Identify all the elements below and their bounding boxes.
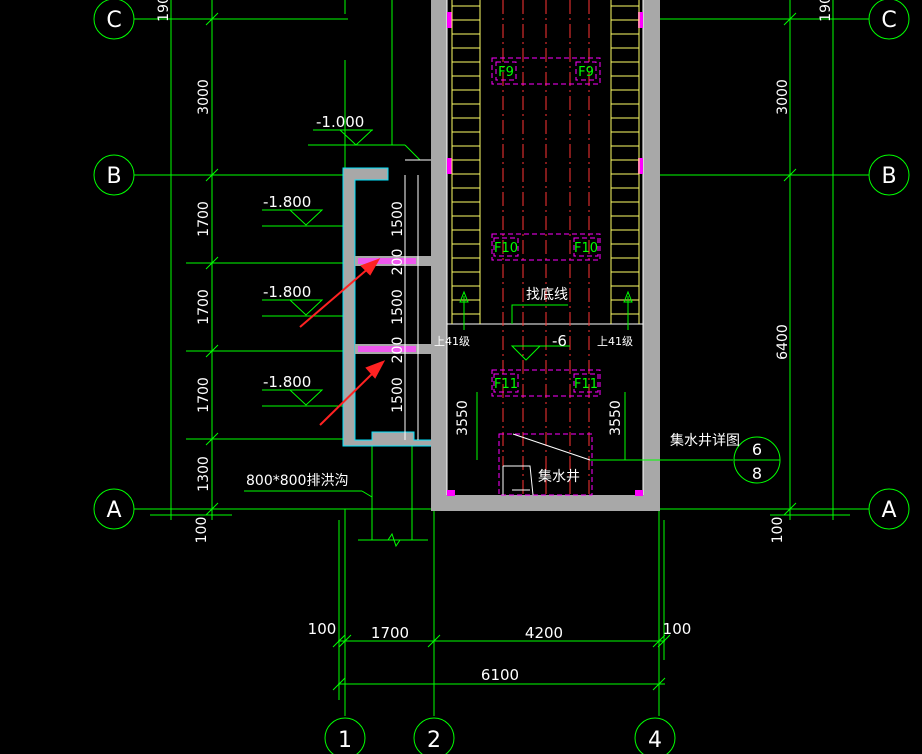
dim-bottom-6100: 6100 (481, 666, 519, 684)
dim-bottom-100-left: 100 (308, 620, 337, 638)
label-f9-left: F9 (498, 65, 514, 80)
elevation-triangles (288, 129, 374, 406)
label-sump-detail: 集水井详图 (670, 432, 740, 449)
elev-minus-1800-b: -1.800 (263, 283, 311, 301)
elev-pit-bottom: -6 (552, 332, 567, 350)
dim-bottom-100-right: 100 (663, 620, 692, 638)
axis-label-4: 4 (648, 728, 662, 753)
label-sump: 集水井 (538, 468, 580, 485)
red-centerlines (502, 0, 590, 495)
label-detail-num: 6 (752, 440, 762, 459)
step-arrows (459, 290, 633, 330)
dim-left-1700b: 1700 (196, 289, 212, 325)
axis-bubble-c-right (868, 0, 910, 40)
axis-bubble-1 (324, 717, 366, 754)
dim-left-100: 100 (194, 517, 210, 544)
elev-minus-1000: -1.000 (316, 113, 364, 131)
label-f10-right: F10 (574, 241, 598, 256)
stair-dim-1500-a: 1500 (390, 201, 406, 237)
label-drainage: 800*800排洪沟 (246, 473, 348, 489)
axis-label-2: 2 (427, 728, 441, 753)
axis-label-c-right: C (881, 8, 896, 33)
dim-left-top: 1900 (156, 0, 172, 22)
dim-right-top: 1900 (818, 0, 834, 22)
grid-bubbles (93, 0, 910, 754)
axis-bubble-2 (413, 717, 455, 754)
axis-bubble-a-left (93, 488, 135, 530)
dim-left-1700c: 1700 (196, 377, 212, 413)
sump-lines (502, 433, 733, 496)
axis-label-a-right: A (881, 498, 896, 523)
stair-section (342, 159, 434, 447)
stair-dim-1500-b: 1500 (390, 289, 406, 325)
label-f9-right: F9 (578, 65, 594, 80)
pit-dim-3550-left: 3550 (455, 400, 471, 436)
dim-bottom-4200: 4200 (525, 624, 563, 642)
bottom-dimension-chain (332, 520, 671, 700)
detail-callout (733, 436, 781, 484)
rebar-ladders (451, 0, 640, 324)
elev-minus-1800-a: -1.800 (263, 193, 311, 211)
dim-left-3000: 3000 (196, 79, 212, 115)
axis-bubble-b-right (868, 154, 910, 196)
axis-bubble-b-left (93, 154, 135, 196)
label-step-up-left: 上41级 (434, 335, 470, 348)
label-slope-line: 找底线 (526, 287, 568, 303)
axis-lines (134, 18, 870, 716)
slope-markers (476, 304, 626, 460)
label-step-up-right: 上41级 (597, 335, 633, 348)
dim-right-6400: 6400 (775, 324, 791, 360)
red-arrows (299, 258, 386, 426)
stair-dim-200-a: 200 (390, 249, 406, 276)
left-dimension-chain (150, 0, 232, 520)
axis-label-1: 1 (338, 728, 352, 753)
label-f11-left: F11 (494, 377, 518, 392)
break-line (380, 532, 410, 548)
footing-boxes (491, 57, 601, 496)
label-f10-left: F10 (494, 241, 518, 256)
axis-label-c-left: C (106, 8, 121, 33)
axis-label-b-left: B (106, 164, 121, 189)
right-dimension-chain (770, 0, 850, 520)
pit-structure (431, 0, 660, 511)
stair-dim-200-b: 200 (390, 337, 406, 364)
elev-minus-1800-c: -1.800 (263, 373, 311, 391)
axis-bubble-4 (634, 717, 676, 754)
dim-right-100: 100 (770, 517, 786, 544)
dim-bottom-1700: 1700 (371, 624, 409, 642)
label-f11-right: F11 (574, 377, 598, 392)
axis-bubble-a-right (868, 488, 910, 530)
dim-left-1300: 1300 (196, 456, 212, 492)
dim-right-3000: 3000 (775, 79, 791, 115)
dim-left-1700a: 1700 (196, 201, 212, 237)
axis-bubble-c-left (93, 0, 135, 40)
stair-dim-1500-c: 1500 (390, 377, 406, 413)
axis-label-a-left: A (106, 498, 121, 523)
label-detail-sheet: 8 (752, 464, 762, 483)
pit-dim-3550-right: 3550 (608, 400, 624, 436)
axis-label-b-right: B (881, 164, 896, 189)
